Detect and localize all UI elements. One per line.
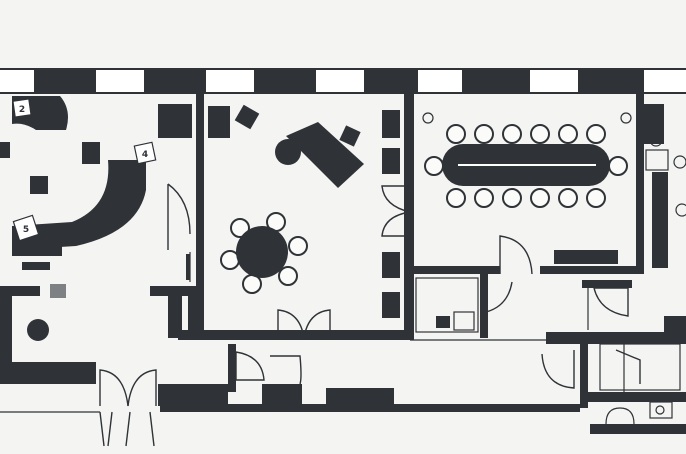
office-furniture — [208, 104, 400, 318]
workstation-number-5: 5 — [12, 214, 40, 242]
svg-text:2: 2 — [19, 105, 25, 115]
doors — [99, 183, 641, 447]
thin-outlines — [0, 252, 625, 413]
svg-text:5: 5 — [23, 225, 29, 235]
window — [418, 70, 462, 92]
window — [0, 70, 34, 92]
kitchenette — [645, 133, 686, 217]
window — [644, 70, 686, 92]
restroom — [599, 316, 686, 425]
workstation-number-4: 4 — [133, 141, 157, 165]
interior-walls — [0, 94, 686, 434]
reception-desk — [12, 96, 146, 256]
reception-chairs — [0, 104, 192, 341]
window — [96, 70, 144, 92]
conference-table — [422, 112, 632, 264]
storage-closet — [415, 277, 479, 333]
window — [530, 70, 578, 92]
svg-text:4: 4 — [142, 150, 148, 160]
workstation-number-2: 2 — [12, 98, 32, 118]
window — [206, 70, 254, 92]
exterior-wall-top — [0, 68, 686, 94]
window — [316, 70, 364, 92]
